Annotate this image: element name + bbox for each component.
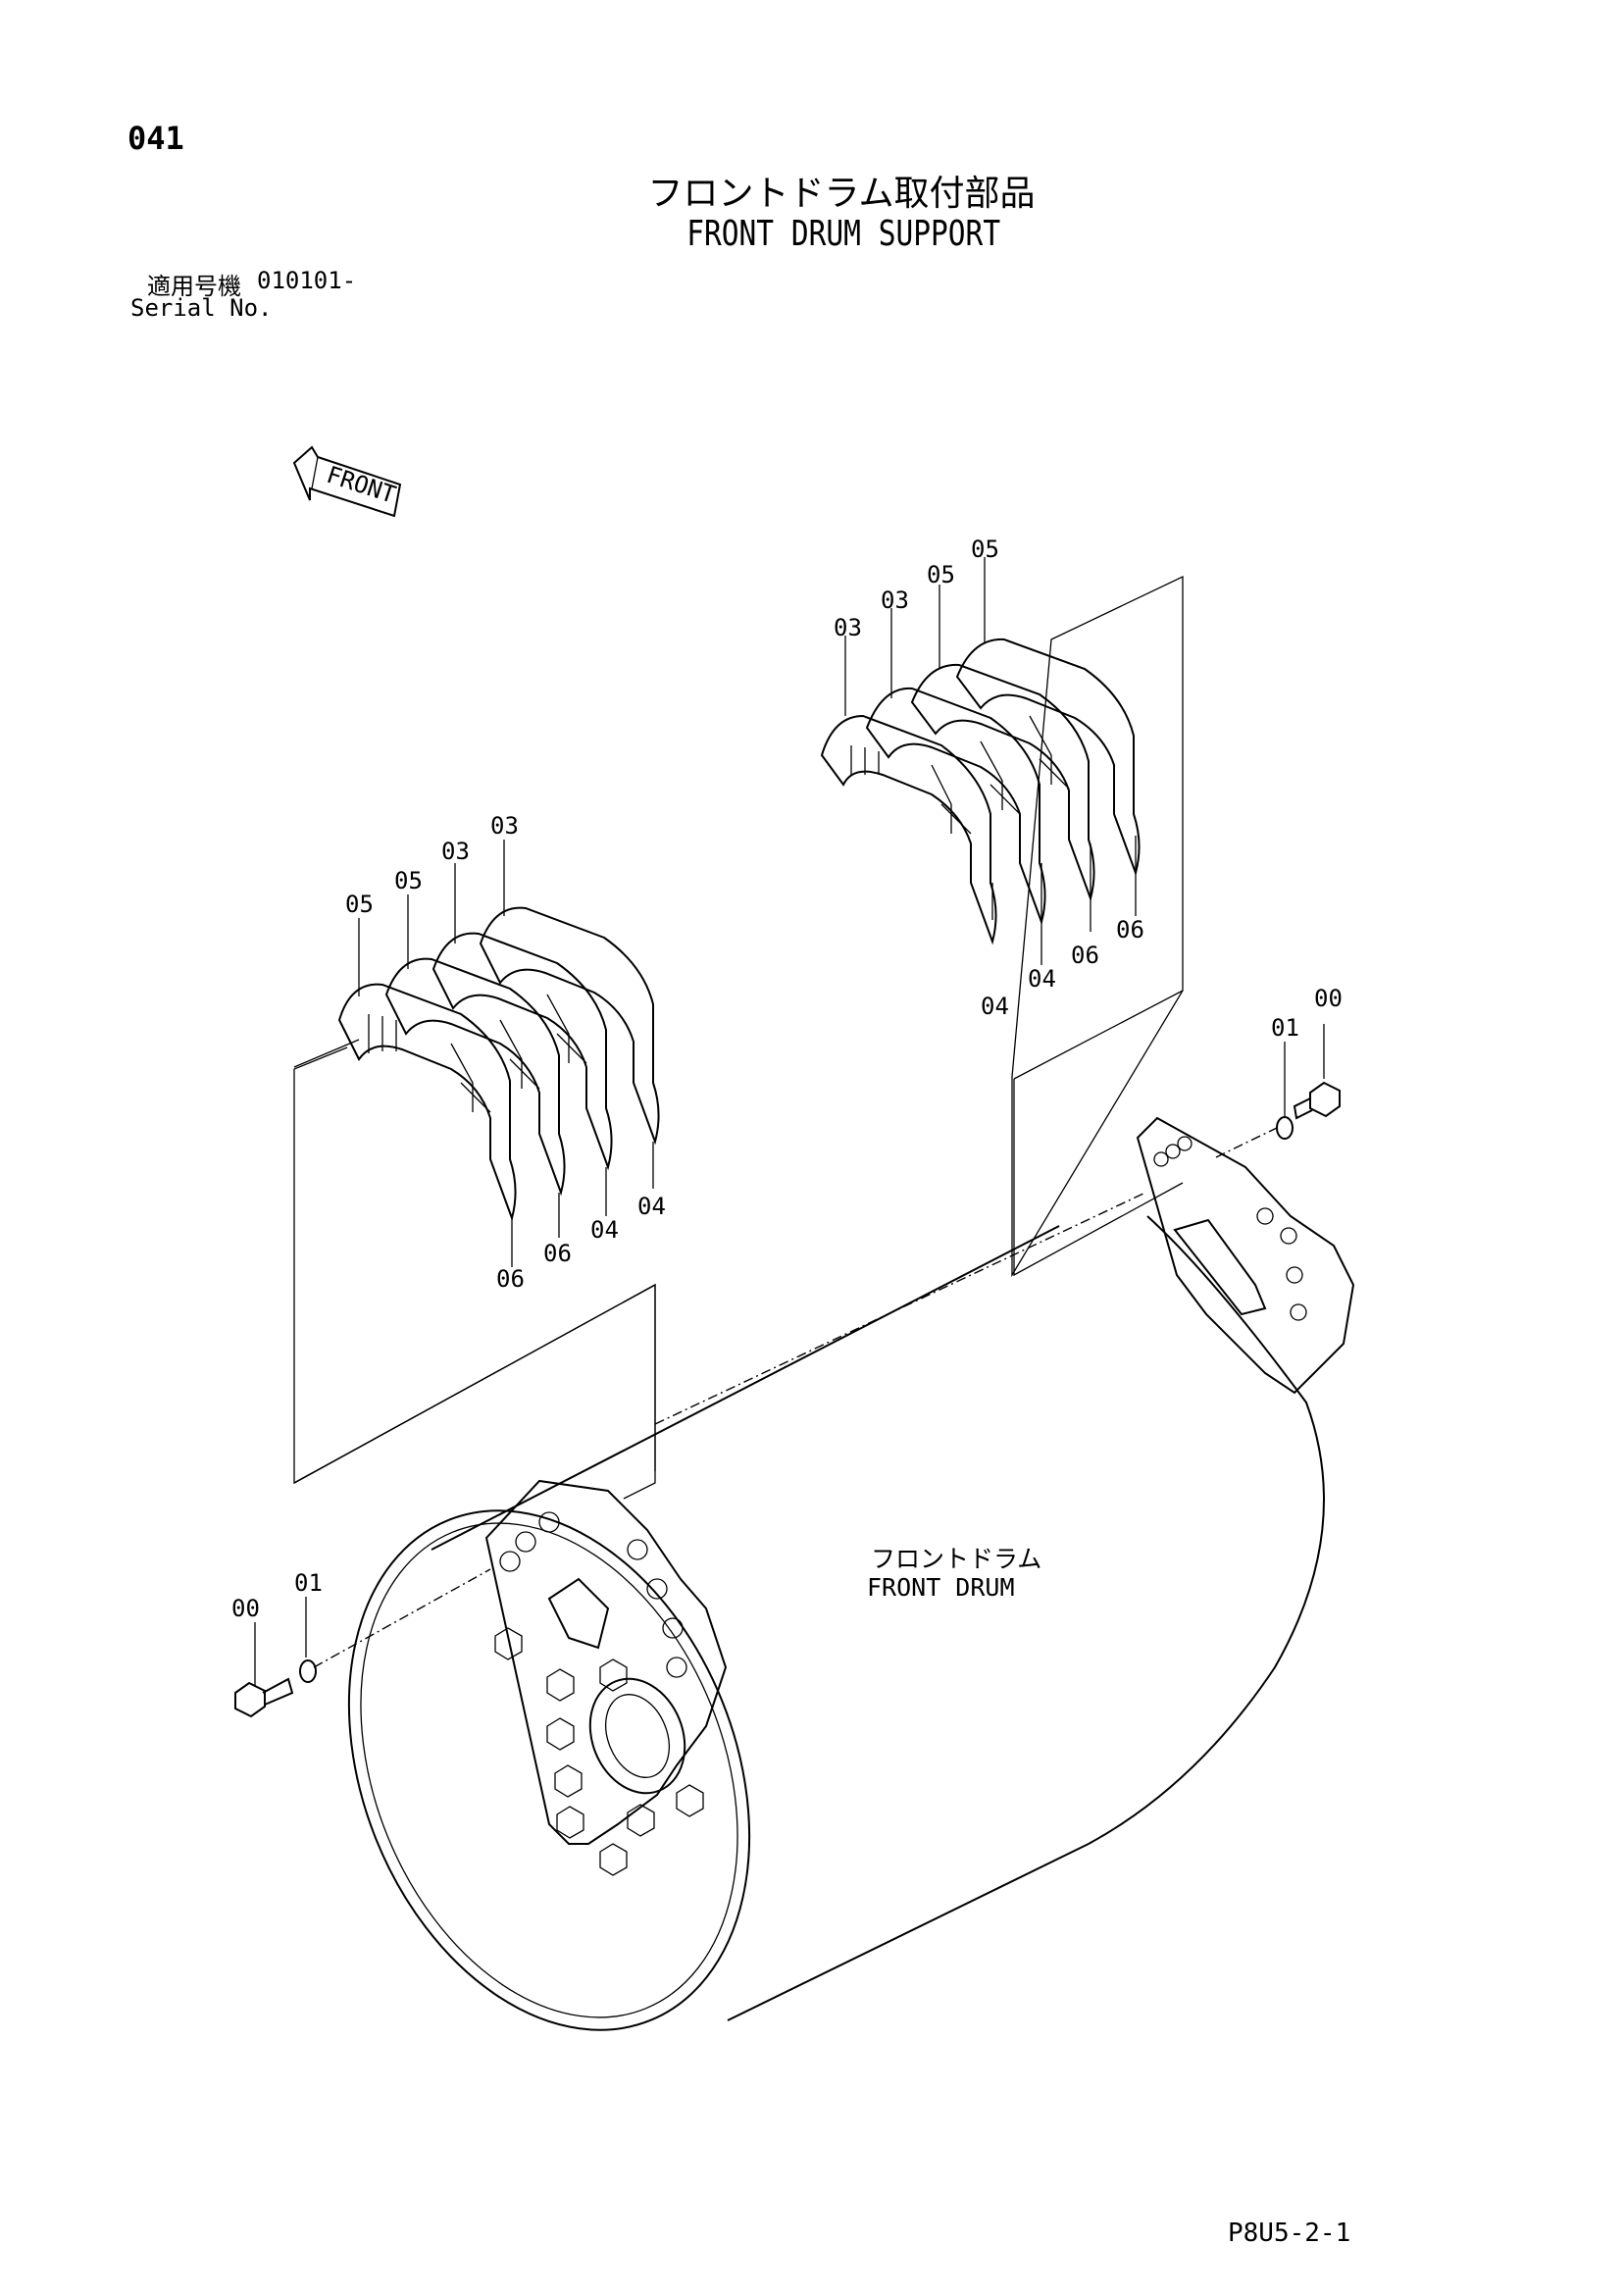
part-label: 04	[1028, 965, 1056, 993]
front-arrow-icon: FRONT	[292, 445, 402, 518]
part-label: 03	[881, 587, 909, 614]
shim-plate	[820, 714, 997, 945]
left-fasteners: 00 01	[231, 1569, 323, 1718]
part-label: 05	[394, 867, 423, 894]
part-label: 00	[1314, 985, 1343, 1012]
part-label: 04	[981, 993, 1009, 1020]
shim-plate	[955, 638, 1141, 877]
front-drum	[313, 1116, 1355, 2031]
page-title-english: FRONT DRUM SUPPORT	[686, 214, 1001, 254]
shim-plate	[865, 687, 1046, 926]
part-label: 06	[543, 1240, 572, 1267]
shim-plate	[337, 983, 517, 1222]
serial-label-japanese: 適用号機	[147, 273, 241, 300]
part-label: 03	[490, 812, 519, 840]
part-label: 04	[590, 1216, 619, 1244]
hex-bolt-icon	[234, 1677, 294, 1718]
hex-bolt	[494, 1627, 704, 1876]
part-label: 03	[441, 838, 470, 865]
part-label: 04	[637, 1193, 666, 1220]
front-arrow-label: FRONT	[324, 461, 399, 509]
part-label: 00	[231, 1595, 260, 1622]
footer-code: P8U5-2-1	[1228, 2219, 1351, 2248]
part-label: 05	[927, 561, 955, 588]
washer-icon	[299, 1659, 317, 1683]
hex-bolt-icon	[1293, 1081, 1341, 1120]
part-label: 01	[1271, 1014, 1299, 1042]
right-fasteners: 01 00	[1271, 985, 1343, 1140]
shim-plate	[431, 932, 613, 1171]
part-label: 05	[345, 891, 374, 918]
part-label: 06	[1071, 942, 1099, 969]
page-number: 041	[127, 120, 184, 157]
serial-number-value: 010101-	[257, 267, 357, 294]
shim-plate	[479, 906, 660, 1146]
washer-icon	[1276, 1116, 1294, 1140]
drum-label-english: FRONT DRUM	[867, 1573, 1015, 1602]
page-title-japanese: フロントドラム取付部品	[647, 174, 1036, 214]
part-label: 06	[496, 1265, 525, 1293]
part-label: 05	[971, 536, 999, 563]
shim-plate	[910, 663, 1095, 902]
left-shim-group: 05 05 03 03 04 04 06 06	[293, 812, 666, 1500]
part-label: 06	[1116, 916, 1144, 944]
part-label: 01	[294, 1569, 323, 1597]
upper-right-shim-group: 03 03 05 05 06 06 04 04	[820, 536, 1184, 1278]
serial-label-english: Serial No.	[130, 294, 273, 322]
shim-plate	[384, 957, 566, 1197]
part-label: 03	[834, 614, 862, 641]
drum-label-japanese: フロントドラム	[871, 1545, 1042, 1573]
